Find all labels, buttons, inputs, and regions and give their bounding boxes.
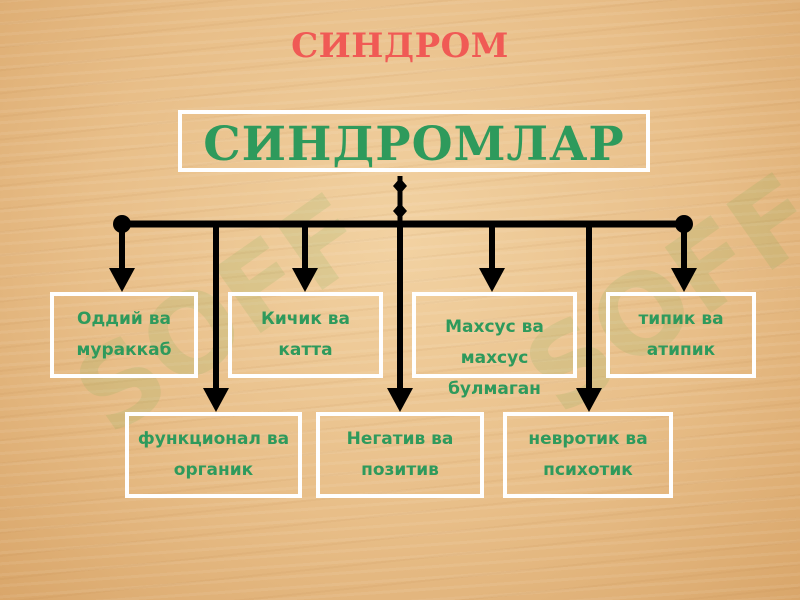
category-label: Оддий ва мураккаб [76, 309, 172, 360]
category-box: Оддий ва мураккаб [50, 292, 198, 378]
arrowhead [576, 388, 602, 412]
category-box: Негатив ва позитив [316, 412, 484, 498]
page-title: СИНДРОМ [291, 26, 509, 66]
arrowhead [109, 268, 135, 292]
category-box: типик ва атипик [606, 292, 756, 378]
arrowhead [671, 268, 697, 292]
arrowhead [387, 388, 413, 412]
arrowhead [292, 268, 318, 292]
arrowhead [203, 388, 229, 412]
category-box: функционал ва органик [125, 412, 302, 498]
category-label: невротик ва психотик [528, 429, 648, 480]
category-label: Негатив ва позитив [346, 429, 454, 480]
category-label: Кичик ва катта [260, 309, 351, 360]
category-label: типик ва атипик [638, 309, 724, 360]
category-label: функционал ва органик [137, 429, 290, 480]
stem-diamond [393, 178, 407, 194]
arrowhead [479, 268, 505, 292]
stem-diamond [393, 203, 407, 219]
category-label: Махсус ва махсус булмаган [445, 316, 544, 399]
root-node: СИНДРОМЛАР [178, 110, 650, 172]
category-box: Махсус ва махсус булмаган [412, 292, 577, 399]
category-box: Кичик ва катта [228, 292, 383, 378]
root-node-label: СИНДРОМЛАР [203, 116, 625, 172]
category-box: невротик ва психотик [503, 412, 673, 498]
